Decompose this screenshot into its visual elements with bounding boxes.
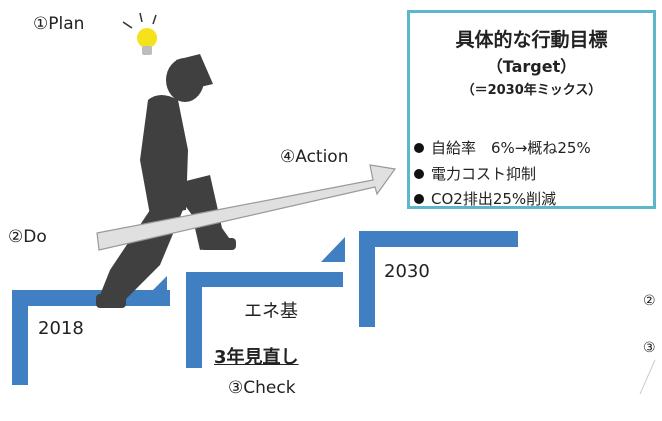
bullet-dot-icon [414,142,424,153]
step-2030 [359,231,518,327]
bullet-dot-icon [414,168,424,179]
cropped-fragment-3: ③ [643,340,656,356]
staircase [12,231,518,385]
bullet-dot-icon [414,193,424,204]
target-title: 具体的な行動目標 [455,29,608,51]
figure-front-shoe [200,238,236,250]
step-energy-plan [186,272,343,368]
target-bullet: 電力コスト抑制 [414,163,536,184]
step-triangle-1 [143,276,167,300]
do-label: ②Do [8,227,47,247]
check-label: ③Check [228,378,296,398]
target-bullet: 自給率 6%→概ね25% [414,137,591,158]
cropped-fragment-2: ② [643,293,656,309]
step-2018 [12,290,170,385]
year-2018-label: 2018 [38,318,84,339]
figure-back-shoe [96,294,126,308]
step-triangle-2 [321,237,345,262]
lightbulb-icon [122,12,157,55]
energy-plan-label: エネ基 [244,301,298,322]
target-note: （＝2030年ミックス） [461,83,602,98]
target-box: 具体的な行動目標 （Target） （＝2030年ミックス） 自給率 6%→概ね… [407,10,656,209]
year-2030-label: 2030 [384,261,430,282]
cropped-line [639,359,656,395]
figure-cap [176,54,213,88]
action-arrow-icon [96,164,397,251]
plan-label: ①Plan [33,14,85,34]
target-bullet: CO2排出25%削減 [414,188,556,209]
review-label: 3年見直し [214,347,299,368]
action-label: ④Action [280,147,349,167]
target-subtitle: （Target） [486,57,577,76]
person-climbing-icon [96,54,236,308]
